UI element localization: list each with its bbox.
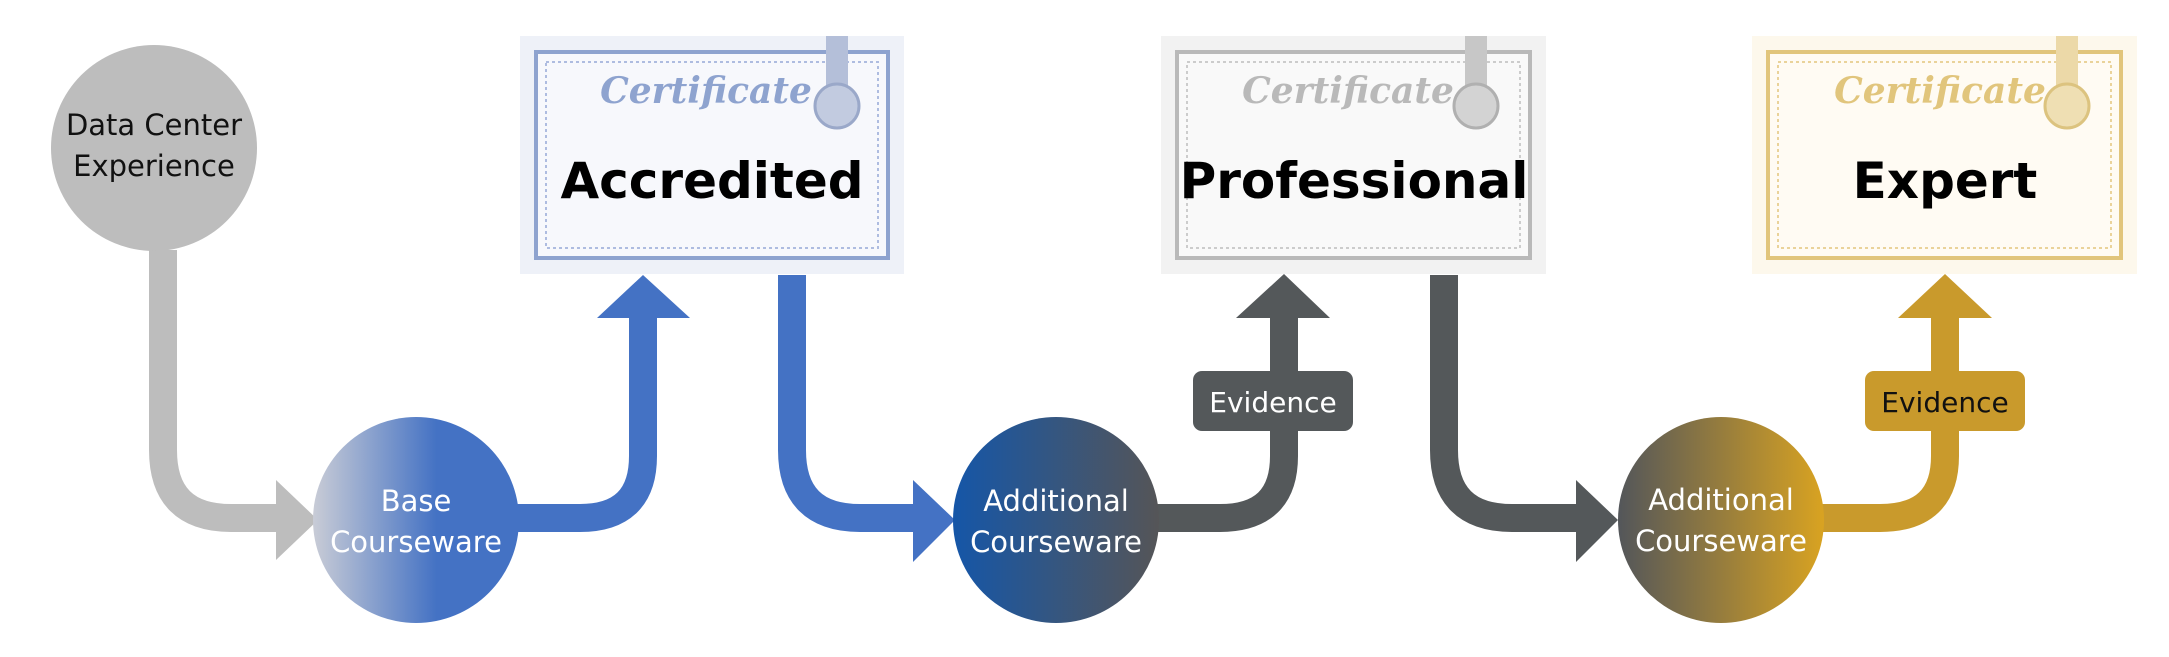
additional-courseware-1-line1: Additional — [983, 484, 1129, 518]
additional-courseware-2-line1: Additional — [1648, 483, 1794, 517]
certificate-accredited: Certificate Accredited — [520, 36, 904, 274]
evidence-label-2: Evidence — [1881, 386, 2008, 419]
certificate-script-accredited: Certificate — [600, 70, 812, 112]
certificate-script-expert: Certificate — [1834, 70, 2046, 112]
experience-label-line2: Experience — [73, 149, 235, 183]
base-courseware-line2: Courseware — [330, 525, 502, 559]
additional-courseware-node-1: Additional Courseware — [953, 417, 1159, 623]
evidence-tag-1: Evidence — [1193, 371, 1353, 431]
certificate-title-accredited: Accredited — [560, 152, 863, 210]
certificate-expert: Certificate Expert — [1752, 36, 2137, 274]
data-center-experience-node: Data Center Experience — [51, 45, 257, 251]
accredited-to-additional-1-connector — [778, 275, 955, 562]
base-courseware-node: Base Courseware — [313, 417, 519, 623]
certificate-professional: Certificate Professional — [1161, 36, 1546, 274]
additional-2-to-expert-connector — [1815, 274, 1992, 532]
certificate-title-professional: Professional — [1180, 152, 1529, 210]
certificate-ribbon-icon — [1452, 36, 1500, 130]
professional-to-additional-2-connector — [1430, 275, 1618, 562]
additional-1-to-professional-connector — [1150, 274, 1330, 532]
certificate-script-professional: Certificate — [1242, 70, 1454, 112]
experience-to-base-connector — [149, 250, 318, 560]
certificate-ribbon-icon — [813, 36, 861, 130]
additional-courseware-1-line2: Courseware — [970, 525, 1142, 559]
certificate-title-expert: Expert — [1853, 152, 2038, 210]
additional-courseware-node-2: Additional Courseware — [1618, 417, 1824, 623]
base-courseware-line1: Base — [381, 484, 452, 518]
certificate-ribbon-icon — [2043, 36, 2091, 130]
additional-courseware-2-line2: Courseware — [1635, 524, 1807, 558]
evidence-label-1: Evidence — [1209, 386, 1336, 419]
experience-label-line1: Data Center — [66, 108, 242, 142]
base-to-accredited-connector — [510, 275, 690, 532]
evidence-tag-2: Evidence — [1865, 371, 2025, 431]
